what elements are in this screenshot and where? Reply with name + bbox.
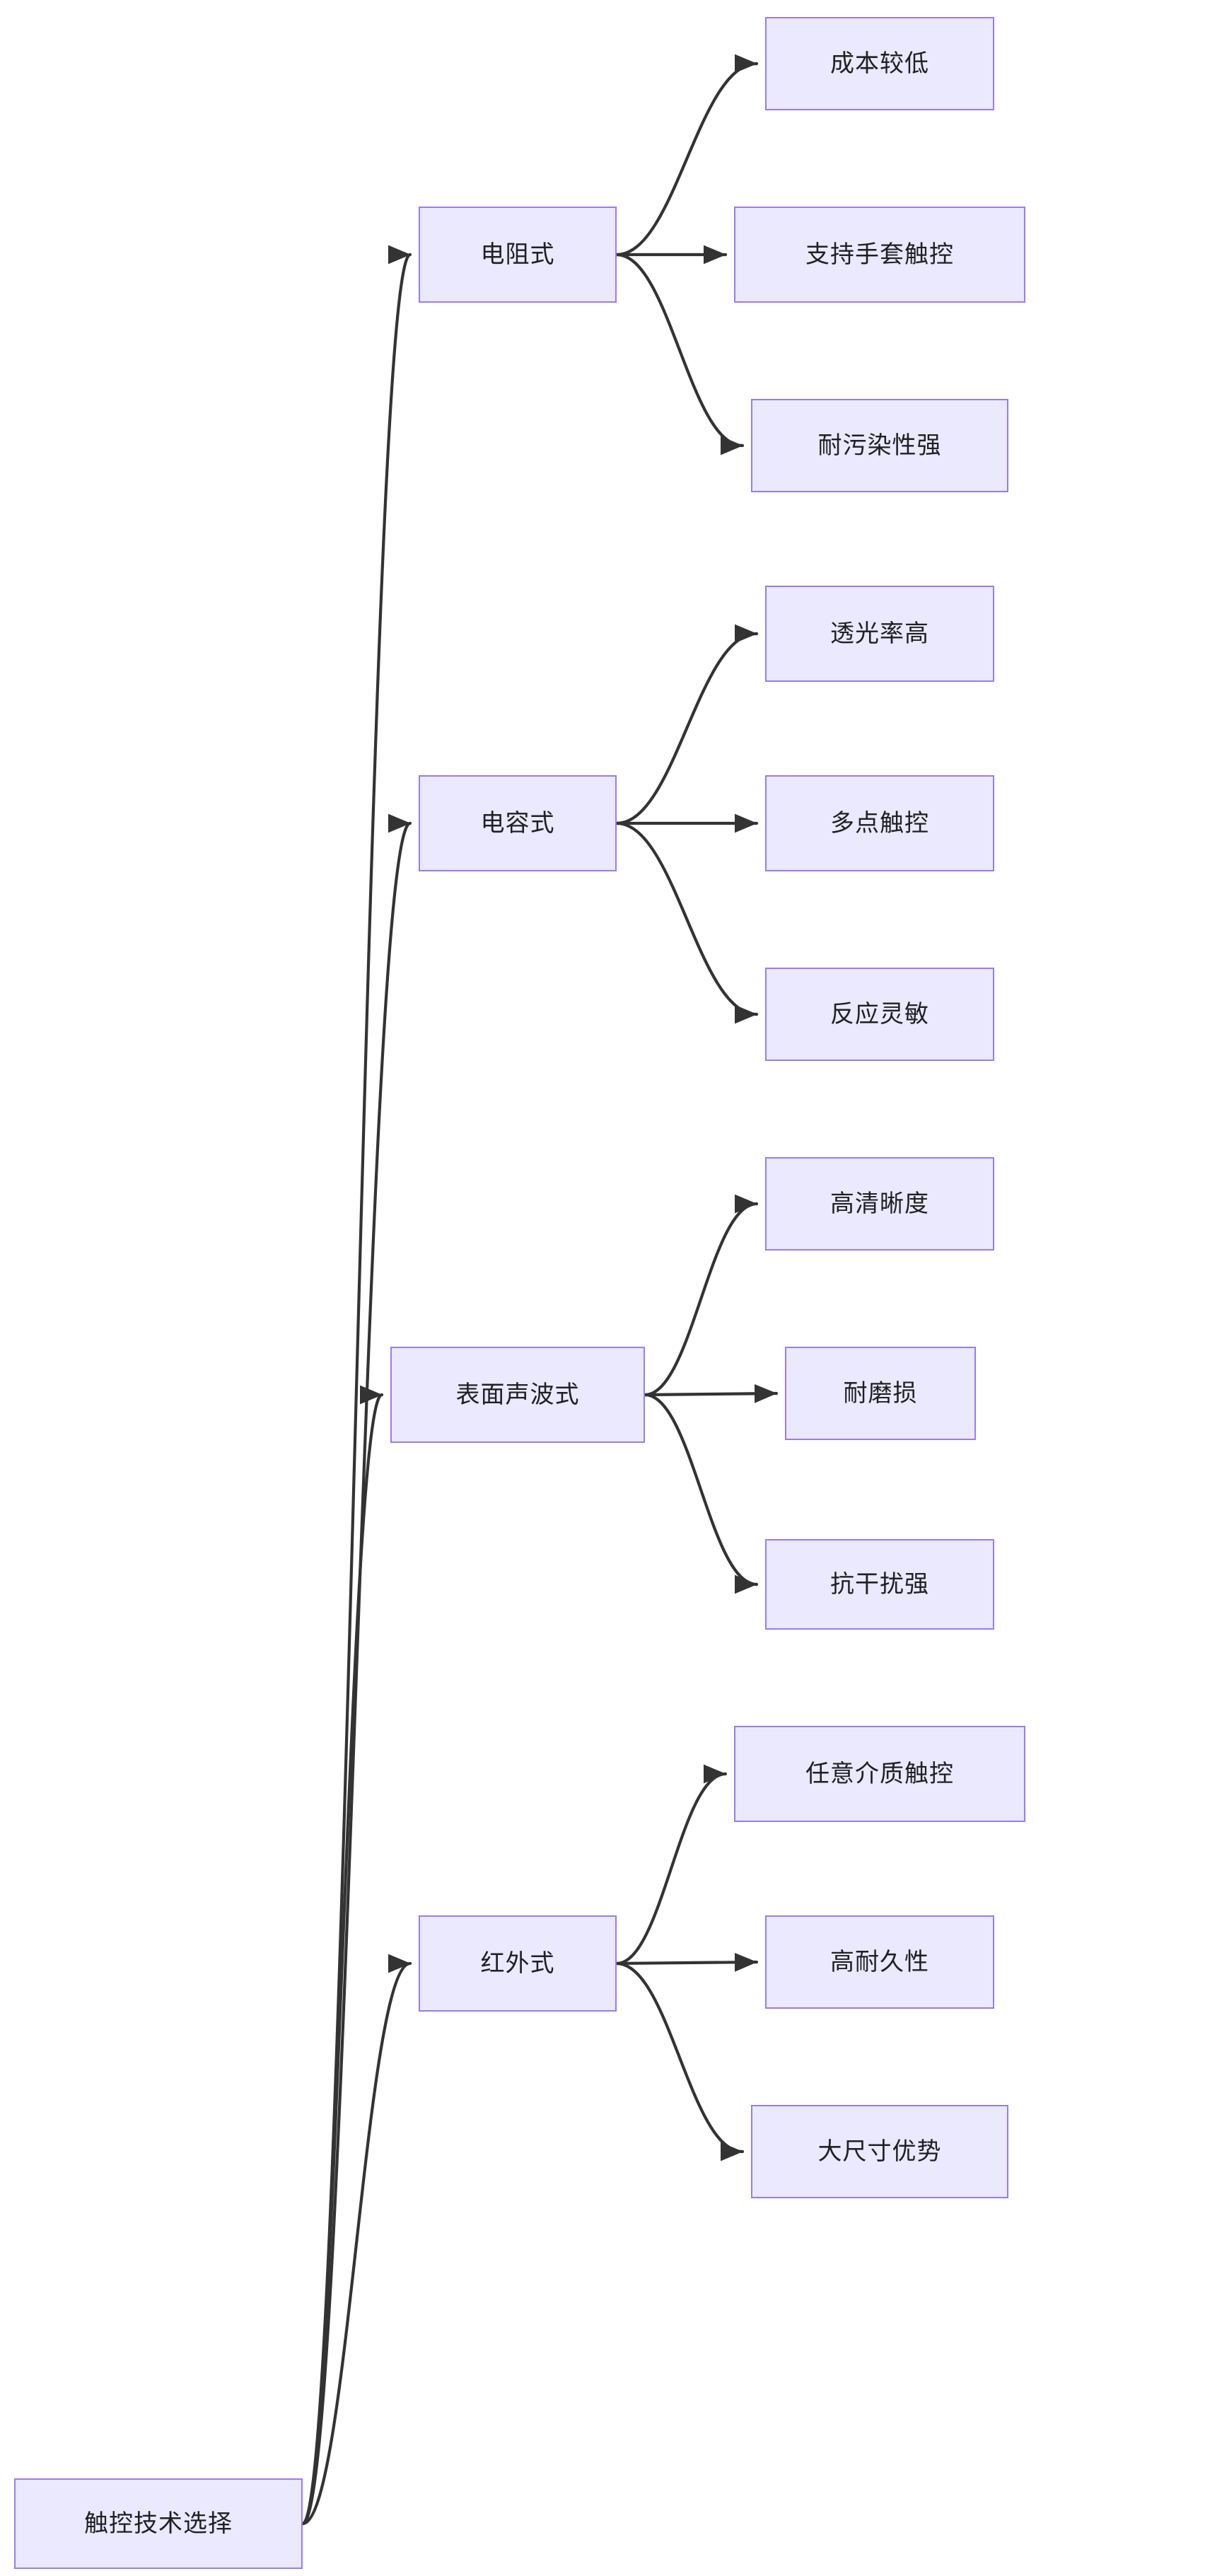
node-label: 红外式 [480, 1949, 555, 1977]
node-label: 大尺寸优势 [817, 2137, 942, 2165]
node-label: 耐污染性强 [817, 431, 942, 459]
branch-node-b3[interactable]: 表面声波式 [390, 1347, 645, 1443]
edge-b2-to-l2a [615, 624, 759, 825]
leaf-node-l3c[interactable]: 抗干扰强 [765, 1539, 994, 1630]
node-label: 多点触控 [830, 809, 929, 837]
branch-node-b4[interactable]: 红外式 [419, 1915, 617, 2012]
edge-b2-to-l2c [615, 821, 759, 1024]
node-label: 高清晰度 [830, 1190, 929, 1217]
node-label: 电容式 [480, 809, 555, 837]
node-label: 表面声波式 [455, 1381, 580, 1408]
edge-b4-to-l4b [615, 1952, 759, 1972]
node-label: 触控技术选择 [84, 2510, 233, 2537]
edge-b3-to-l3a [643, 1194, 759, 1397]
leaf-node-l4b[interactable]: 高耐久性 [765, 1915, 994, 2009]
leaf-node-l1c[interactable]: 耐污染性强 [751, 399, 1008, 492]
edge-root-to-b2 [301, 814, 412, 2526]
edge-root-to-b4 [301, 1954, 412, 2526]
node-label: 支持手套触控 [805, 240, 954, 268]
leaf-node-l2a[interactable]: 透光率高 [765, 586, 994, 682]
edge-root-to-b3 [301, 1386, 384, 2526]
leaf-node-l3a[interactable]: 高清晰度 [765, 1157, 994, 1251]
edge-b4-to-l4a [615, 1764, 728, 1966]
node-label: 任意介质触控 [805, 1760, 954, 1787]
branch-node-b2[interactable]: 电容式 [419, 775, 617, 871]
node-label: 成本较低 [830, 50, 929, 77]
edge-b1-to-l1c [615, 253, 745, 456]
leaf-node-l2c[interactable]: 反应灵敏 [765, 968, 994, 1061]
leaf-node-l4a[interactable]: 任意介质触控 [734, 1726, 1025, 1822]
edge-b4-to-l4c [615, 1961, 745, 2162]
node-label: 抗干扰强 [830, 1570, 929, 1598]
node-label: 电阻式 [480, 240, 555, 268]
node-label: 反应灵敏 [830, 1000, 929, 1028]
node-label: 高耐久性 [830, 1948, 929, 1975]
edge-b1-to-l1a [615, 54, 759, 257]
leaf-node-l4c[interactable]: 大尺寸优势 [751, 2105, 1008, 2198]
root-node[interactable]: 触控技术选择 [14, 2478, 303, 2569]
node-label: 耐磨损 [843, 1379, 918, 1407]
leaf-node-l1a[interactable]: 成本较低 [765, 17, 994, 110]
edge-b3-to-l3c [643, 1393, 759, 1594]
branch-node-b1[interactable]: 电阻式 [419, 207, 617, 303]
leaf-node-l3b[interactable]: 耐磨损 [785, 1347, 976, 1440]
edge-b3-to-l3b [643, 1383, 779, 1403]
leaf-node-l2b[interactable]: 多点触控 [765, 775, 994, 871]
node-label: 透光率高 [830, 620, 929, 647]
leaf-node-l1b[interactable]: 支持手套触控 [734, 207, 1025, 303]
